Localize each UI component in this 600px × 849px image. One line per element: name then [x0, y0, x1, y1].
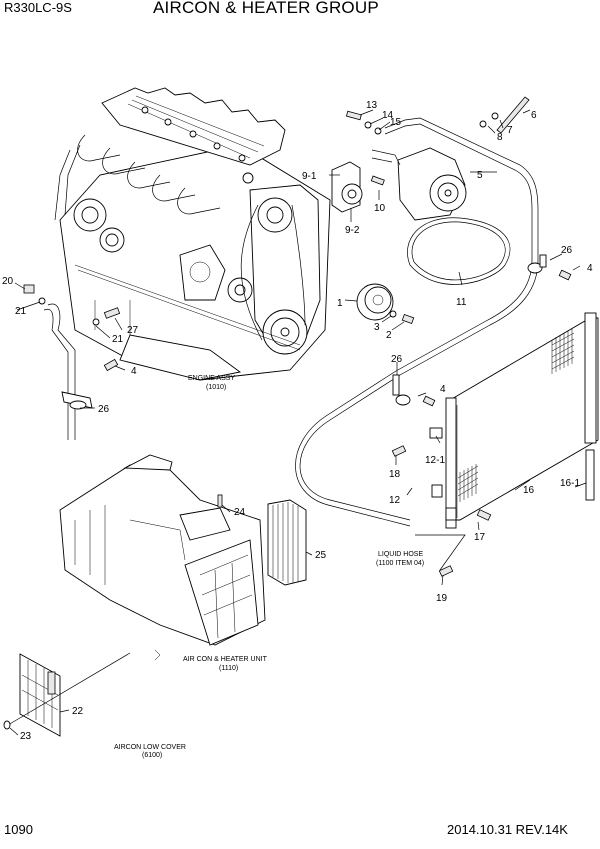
callout-13: 13 [366, 100, 378, 111]
clamp-26b [392, 374, 411, 406]
callout-16-1: 16-1 [560, 478, 580, 489]
callout-19: 19 [436, 593, 448, 604]
callout-10: 10 [374, 203, 386, 214]
callout-9-2: 9-2 [345, 225, 360, 236]
engine-assembly [54, 87, 331, 381]
bolt-6 [496, 96, 530, 134]
condenser-16 [445, 312, 599, 529]
compressor-5 [397, 147, 467, 221]
callout-4-right: 4 [587, 263, 593, 274]
heater-unit-label: AIR CON & HEATER UNIT [183, 656, 268, 663]
callout-2: 2 [386, 330, 392, 341]
callout-21-left: 21 [15, 306, 27, 317]
bracket-lower [431, 484, 457, 521]
bolt-19 [438, 565, 454, 577]
callout-8: 8 [497, 132, 503, 143]
callout-16: 16 [523, 485, 535, 496]
washer-8 [479, 120, 487, 128]
callout-22: 22 [72, 706, 84, 717]
receiver-drier-16-1 [585, 449, 595, 501]
bolt-17 [476, 509, 492, 521]
callout-4-left: 4 [131, 366, 137, 377]
washer-7 [491, 112, 499, 120]
washer-14 [364, 121, 372, 129]
engine-assy-label: ENGINE ASSY [188, 375, 235, 382]
bolt-18 [391, 445, 407, 457]
callout-12: 12 [389, 495, 401, 506]
bolt-13 [345, 110, 362, 121]
screw-24 [217, 494, 223, 508]
engine-assy-ref: (1010) [206, 384, 226, 391]
model-label: R330LC-9S [4, 0, 72, 15]
page-title: AIRCON & HEATER GROUP [153, 0, 379, 17]
heater-unit-ref: (1110) [219, 665, 238, 672]
bolt-2 [401, 313, 415, 325]
callout-7: 7 [507, 125, 513, 136]
low-cover-22 [19, 653, 61, 737]
callout-18: 18 [389, 469, 401, 480]
callout-6: 6 [531, 110, 537, 121]
clamp-26c [527, 254, 547, 274]
callout-17: 17 [474, 532, 486, 543]
pulley-1 [356, 283, 394, 321]
callout-1: 1 [337, 298, 343, 309]
callout-14: 14 [382, 110, 394, 121]
bolt-4b [422, 395, 436, 407]
page-number: 1090 [4, 822, 33, 837]
callout-5: 5 [477, 170, 483, 181]
callout-23: 23 [20, 731, 32, 742]
callout-27: 27 [127, 325, 139, 336]
liquid-hose-label: LIQUID HOSE [378, 551, 423, 558]
callout-21-mid: 21 [112, 334, 124, 345]
bolt-4c [558, 269, 572, 281]
pulley-9-2 [341, 183, 363, 205]
callout-3: 3 [374, 322, 380, 333]
callout-24: 24 [234, 507, 246, 518]
oring-21a [38, 297, 46, 305]
fitting-20 [23, 284, 35, 294]
bracket-12-1 [429, 427, 443, 439]
fitting-27 [103, 307, 121, 319]
bolt-4a [103, 358, 119, 372]
oring-21b [92, 318, 100, 326]
callout-11: 11 [456, 297, 467, 308]
heater-unit [59, 454, 266, 646]
callout-26-upper-right: 26 [561, 245, 573, 256]
liquid-hose-ref: (1100 ITEM 04) [376, 560, 424, 567]
callout-12-1: 12-1 [425, 455, 445, 466]
bolt-10 [370, 175, 385, 186]
callout-25: 25 [315, 550, 327, 561]
arrow-icon [154, 649, 161, 661]
callout-26-mid: 26 [391, 354, 403, 365]
low-cover-label: AIRCON LOW COVER [114, 744, 186, 751]
callout-15: 15 [390, 117, 402, 128]
belt-11 [407, 217, 511, 285]
date-revision: 2014.10.31 REV.14K [447, 822, 568, 837]
refrigerant-pipe [299, 117, 539, 521]
callout-20: 20 [2, 276, 14, 287]
leader-line-cover [7, 652, 131, 726]
callout-9-1: 9-1 [302, 171, 317, 182]
callout-4-mid: 4 [440, 384, 446, 395]
callout-26-left: 26 [98, 404, 110, 415]
washer-3 [389, 310, 397, 318]
screw-23 [3, 720, 11, 730]
low-cover-ref: (6100) [142, 752, 162, 759]
filter-25 [267, 499, 307, 586]
